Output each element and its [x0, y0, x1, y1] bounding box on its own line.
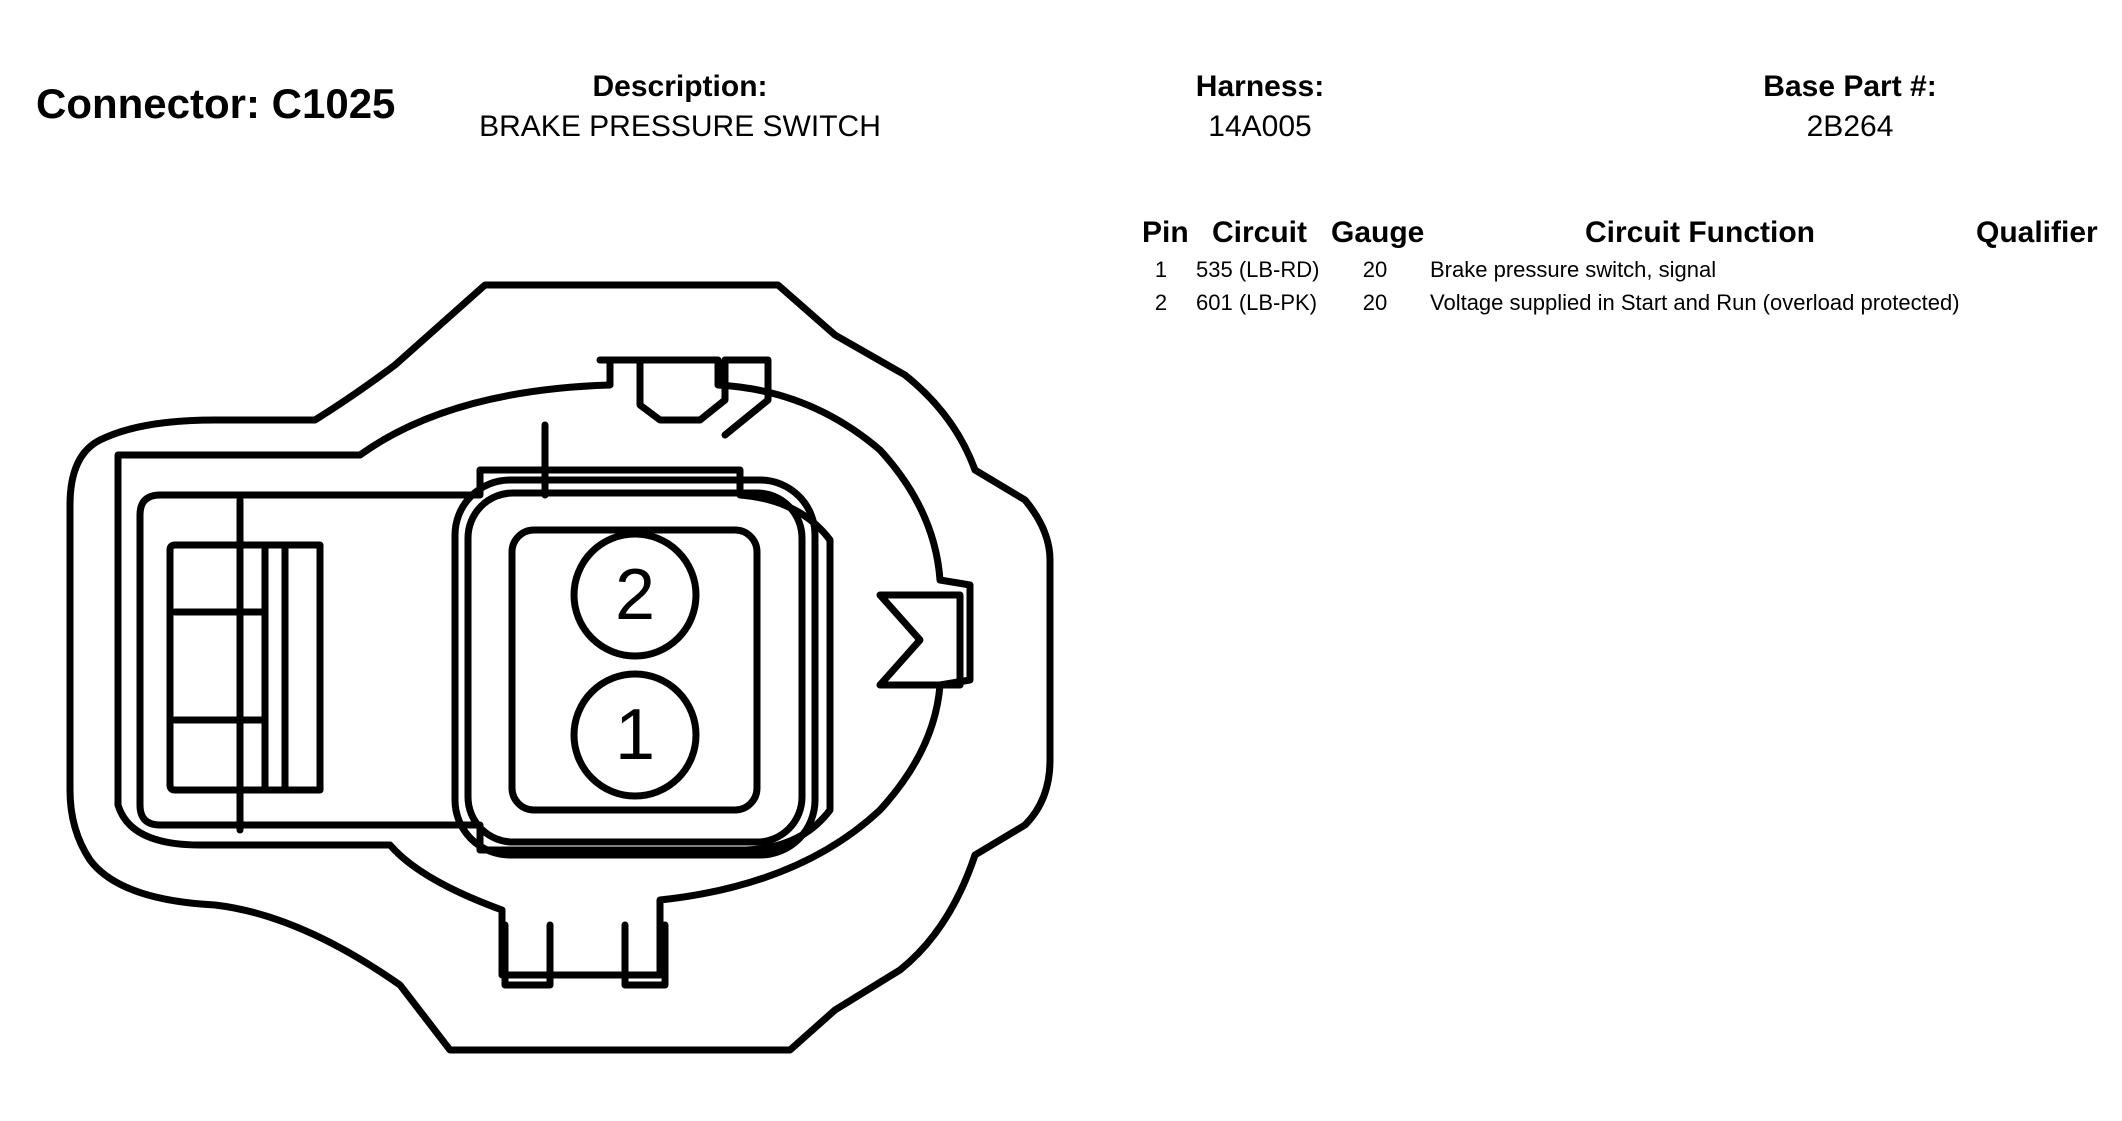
pin-2-circle — [570, 530, 700, 660]
table-header-pin: Pin — [1142, 216, 1189, 249]
row-circuit: 601 (LB-PK) — [1196, 290, 1318, 315]
description-value: BRAKE PRESSURE SWITCH — [479, 110, 881, 143]
table-header-function: Circuit Function — [1585, 216, 1815, 249]
row-pin: 2 — [1154, 290, 1168, 315]
pin-cavity-inner — [508, 526, 761, 814]
connector-title: Connector: C1025 — [36, 80, 396, 127]
right-latch-ramp — [876, 591, 964, 689]
pin-2-label: 2 — [614, 555, 656, 635]
latch-tab — [166, 541, 324, 794]
lower-key-slot — [501, 921, 669, 989]
latch-bar — [261, 541, 289, 794]
row-circuit: 535 (LB-RD) — [1196, 257, 1320, 282]
base-part-value: 2B264 — [1806, 110, 1894, 143]
latch-rib — [171, 608, 269, 724]
table-header-gauge: Gauge — [1331, 216, 1425, 249]
harness-value: 14A005 — [1208, 110, 1312, 143]
row-gauge: 20 — [1362, 290, 1388, 315]
pin-cavity-outer — [451, 476, 819, 859]
row-pin: 1 — [1154, 257, 1168, 282]
table-header-qualifier: Qualifier — [1976, 216, 2098, 249]
row-gauge: 20 — [1362, 257, 1388, 282]
pin-1-label: 1 — [614, 695, 656, 775]
housing-middle-outline — [114, 356, 974, 979]
pin-cavity-middle — [464, 489, 806, 846]
connector-face-diagram — [66, 281, 1054, 1054]
row-function: Voltage supplied in Start and Run (overl… — [1430, 290, 1960, 315]
housing-outer-outline — [66, 281, 1054, 1054]
pin-1-circle — [570, 670, 700, 800]
row-function: Brake pressure switch, signal — [1430, 257, 1717, 282]
upper-key-slot — [596, 356, 772, 439]
harness-label: Harness: — [1195, 70, 1325, 103]
table-header-circuit: Circuit — [1212, 216, 1308, 249]
description-label: Description: — [592, 70, 768, 103]
base-part-label: Base Part #: — [1763, 70, 1937, 103]
